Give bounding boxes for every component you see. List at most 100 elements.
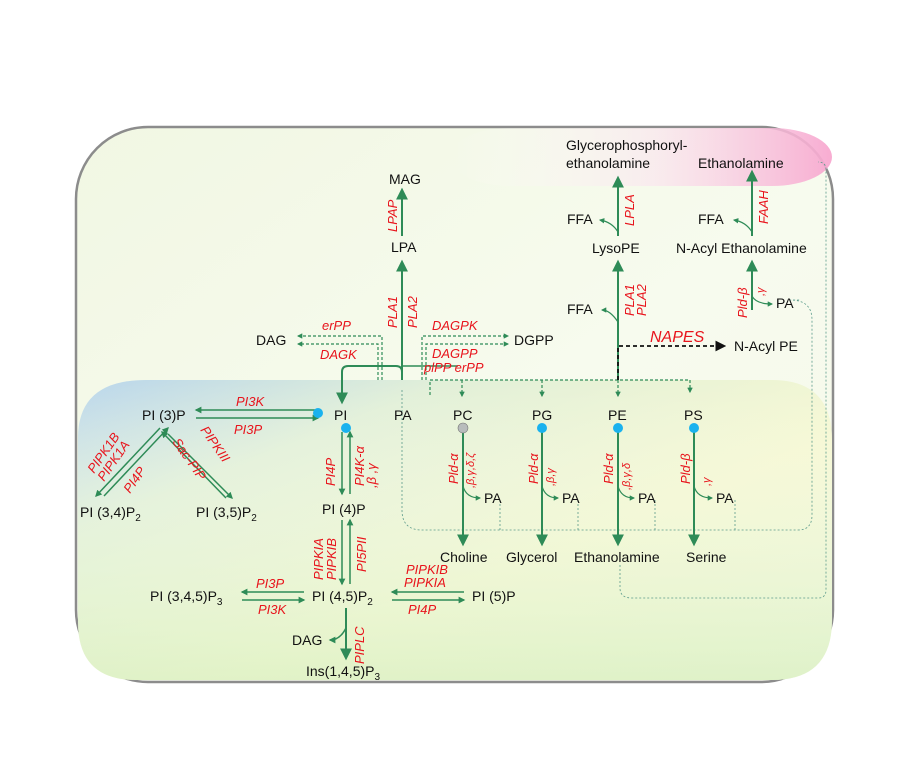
- ffa-2-label: FFA: [698, 211, 724, 227]
- ffa-1-label: FFA: [567, 211, 593, 227]
- pi45p2-label: PI (4,5)P2: [312, 588, 373, 608]
- plc-arrows: [328, 608, 352, 661]
- nape-label: N-Acyl PE: [734, 338, 798, 354]
- gpe-label-line2: ethanolamine: [566, 155, 650, 171]
- pa-ps-label: PA: [716, 490, 734, 506]
- pi5pii-label: PI5PII: [354, 536, 369, 572]
- pipkib-right-label: PIPKIB: [406, 562, 448, 577]
- pld-pe-sub-label: ,β,γ,δ: [621, 462, 633, 490]
- pi3k-bottom-label: PI3K: [258, 602, 288, 617]
- nae-label: N-Acyl Ethanolamine: [676, 240, 807, 256]
- pi345p3-sub: 3: [217, 597, 223, 608]
- lpla-label: LPLA: [622, 194, 637, 226]
- mag-label: MAG: [389, 171, 421, 187]
- pi3k-top-label: PI3K: [236, 394, 266, 409]
- serine-label: Serine: [686, 549, 727, 565]
- pi3p-label: PI (3)P: [142, 407, 186, 423]
- dashed-recycle-lines: [401, 161, 827, 599]
- piplc-label: PIPLC: [352, 626, 367, 664]
- pa-pe-label: PA: [638, 490, 656, 506]
- pi4k-sub-label: ,β ,γ: [364, 462, 379, 488]
- pi45p2-sub: 2: [367, 597, 373, 608]
- dagpk-label: DAGPK: [432, 318, 479, 333]
- pe-label: PE: [608, 407, 627, 423]
- ps-node: [689, 423, 699, 433]
- pi45p2-text: PI (4,5)P: [312, 588, 367, 604]
- pi-node-2: [341, 423, 351, 433]
- pipkib-mid-label: PIPKIB: [324, 538, 339, 580]
- glycerol-label: Glycerol: [506, 549, 557, 565]
- pi4p-mid-label: PI4P: [323, 457, 338, 486]
- pi34p2-sub: 2: [135, 513, 141, 524]
- cell-pink-corner: [450, 128, 832, 186]
- pi-arrows: [95, 406, 466, 604]
- dagk-label: DAGK: [320, 347, 358, 362]
- top-arrows: [336, 187, 458, 405]
- pi5p-label: PI (5)P: [472, 588, 516, 604]
- pi35p2-text: PI (3,5)P: [196, 504, 251, 520]
- pi34p2-label: PI (3,4)P2: [80, 504, 141, 524]
- small-curved-arrows: [598, 218, 774, 323]
- ethanolamine-bottom-label: Ethanolamine: [574, 549, 660, 565]
- pa-center-label: PA: [394, 407, 412, 423]
- pc-label: PC: [453, 407, 472, 423]
- pld-nape-sub-label: ,γ: [755, 286, 767, 296]
- pg-label: PG: [532, 407, 552, 423]
- pld-pc-sub-label: ,β,γ,δ,ζ: [465, 452, 477, 488]
- pla1-right-label: PLA1: [622, 284, 637, 316]
- pla2-right-label: PLA2: [634, 283, 649, 316]
- pa-nae-label: PA: [776, 295, 794, 311]
- pi4p-label: PI (4)P: [322, 501, 366, 517]
- pa-pc-label: PA: [484, 490, 502, 506]
- pld-pg-sub-label: ,β,γ: [545, 467, 557, 486]
- ins145p3-text: Ins(1,4,5)P: [306, 663, 374, 679]
- pc-node: [457, 422, 469, 434]
- dag-dgpp-dashed: [296, 333, 693, 398]
- pld-ps-sub-label: ,γ: [701, 476, 713, 486]
- ethanolamine-top-label: Ethanolamine: [698, 155, 784, 171]
- pld-pa-small-arrows: [462, 485, 714, 501]
- pi35p2-label: PI (3,5)P2: [196, 504, 257, 524]
- ins145p3-label: Ins(1,4,5)P3: [306, 663, 380, 683]
- pi-node: [313, 408, 323, 418]
- choline-label: Choline: [440, 549, 488, 565]
- ins145p3-sub: 3: [374, 672, 380, 683]
- pi3p-bottom-label: PI3P: [256, 576, 285, 591]
- pld-pg-label: Pld-α: [526, 453, 541, 484]
- pla1-center-label: PLA1: [385, 296, 400, 328]
- plpp-erpp-label: plPP erPP: [423, 360, 484, 375]
- pipkia-mid-label: PIPKIA: [311, 538, 326, 580]
- pla2-center-label: PLA2: [405, 295, 420, 328]
- pld-ps-label: Pld-β: [678, 453, 693, 484]
- pld-pe-label: Pld-α: [601, 453, 616, 484]
- ps-label: PS: [684, 407, 703, 423]
- pi345p3-label: PI (3,4,5)P3: [150, 588, 223, 608]
- napes-label: NAPES: [650, 329, 705, 346]
- lpap-label: LPAP: [385, 199, 400, 232]
- pi35p2-sub: 2: [251, 513, 257, 524]
- pi-label: PI: [334, 407, 347, 423]
- faah-label: FAAH: [756, 190, 771, 224]
- pe-node: [613, 423, 623, 433]
- pi3p-top-label: PI3P: [234, 422, 263, 437]
- dag-top-label: DAG: [256, 332, 286, 348]
- pg-node: [537, 423, 547, 433]
- erpp-left-label: erPP: [322, 318, 351, 333]
- pi34p2-text: PI (3,4)P: [80, 504, 135, 520]
- pld-pc-label: Pld-α: [446, 453, 461, 484]
- pi345p3-text: PI (3,4,5)P: [150, 588, 217, 604]
- dag-bottom-label: DAG: [292, 632, 322, 648]
- pa-pg-label: PA: [562, 490, 580, 506]
- dgpp-label: DGPP: [514, 332, 554, 348]
- pi4k-label: PI4K-α: [352, 445, 367, 486]
- pipkia-right-label: PIPKIA: [404, 575, 446, 590]
- dagpp-label: DAGPP: [432, 346, 478, 361]
- pi4k-text: PI4K-α: [352, 445, 367, 486]
- lysope-label: LysoPE: [592, 240, 640, 256]
- lpa-label: LPA: [391, 239, 417, 255]
- gpe-label-line1: Glycerophosphoryl-: [566, 137, 688, 153]
- pi4p-right-label: PI4P: [408, 602, 437, 617]
- ffa-3-label: FFA: [567, 301, 593, 317]
- pld-nape-label: Pld-β: [735, 287, 750, 318]
